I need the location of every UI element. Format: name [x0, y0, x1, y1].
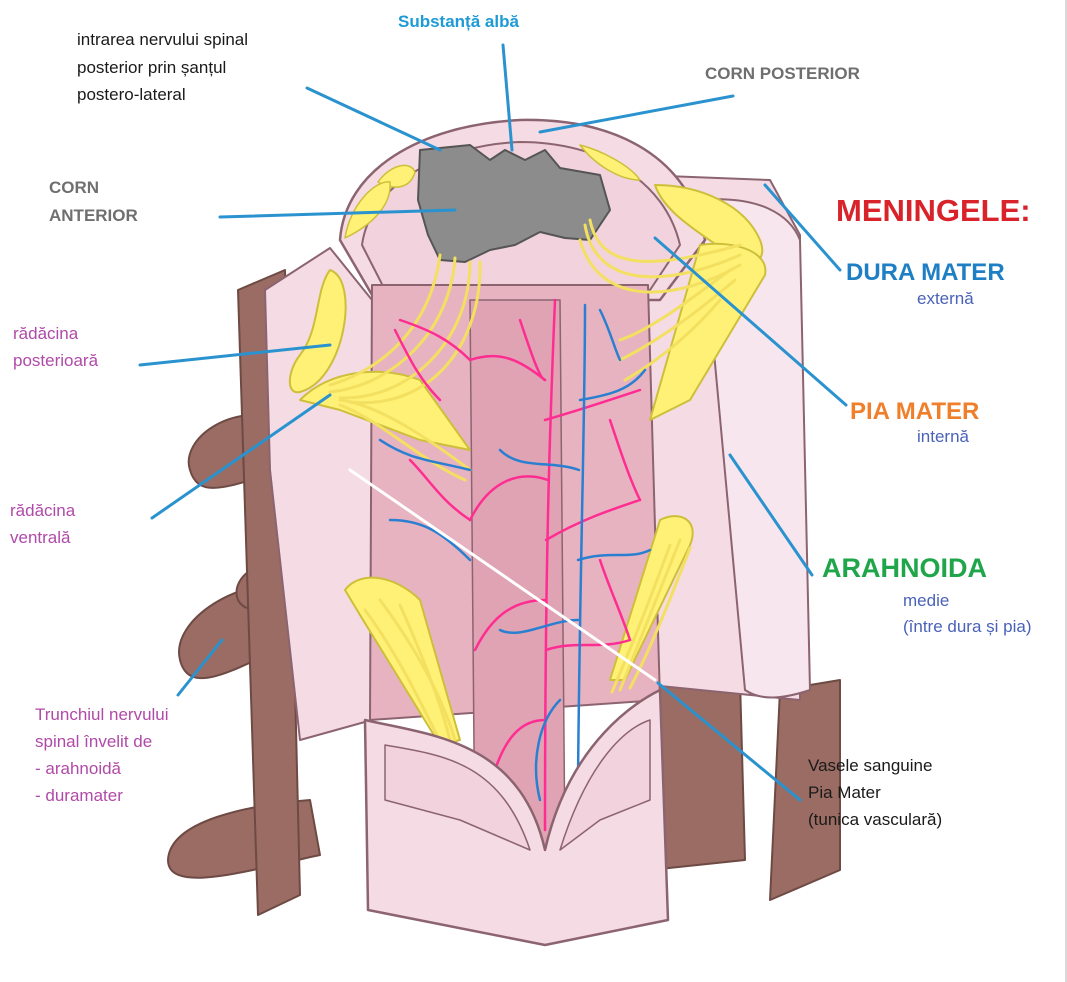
label-trunk-line1: Trunchiul nervului — [35, 705, 169, 724]
pia-vessel-pointer — [348, 468, 657, 682]
label-ventral-root-line2: ventrală — [10, 528, 71, 547]
ventral-root-right — [649, 242, 767, 421]
label-vessels-line2: Pia Mater — [808, 783, 881, 802]
label-dura-mater-sub: externă — [917, 289, 974, 308]
label-ventral-root-line1: rădăcina — [10, 501, 76, 520]
leader-ventral-root — [150, 393, 332, 520]
dura-top-nerve-left-2 — [344, 181, 391, 239]
label-white-matter: Substanță albă — [398, 12, 519, 31]
right-edge-border — [1065, 0, 1067, 982]
label-pia-mater: PIA MATER — [850, 398, 980, 425]
posterior-rootlets-right — [578, 218, 742, 382]
dura-back-right — [769, 679, 841, 901]
label-arachnoid-sub1: medie — [903, 591, 950, 610]
cord-bottom-inner-left — [384, 744, 531, 851]
posterior-root — [288, 269, 347, 394]
label-trunk-line2: spinal învelit de — [35, 732, 153, 751]
label-posterior-root-line1: rădăcina — [13, 324, 79, 343]
leader-anterior-horn — [218, 208, 457, 219]
label-arachnoid: ARAHNOIDA — [822, 553, 987, 583]
leader-nerve-entry — [305, 86, 442, 152]
label-anterior-horn-line2: ANTERIOR — [49, 206, 138, 225]
label-meninges-title: MENINGELE: — [836, 193, 1031, 228]
dura-top-nerve-right — [579, 144, 641, 181]
leader-lines — [138, 43, 848, 802]
leader-dura-mater — [763, 183, 842, 272]
label-anterior-horn-line1: CORN — [49, 178, 100, 197]
label-trunk-line3: - arahnoidă — [35, 759, 122, 778]
label-trunk-line4: - duramater — [35, 786, 123, 805]
cord-bottom-inner-right — [559, 719, 651, 851]
label-vessels-line1: Vasele sanguine — [808, 756, 933, 775]
label-dura-mater: DURA MATER — [846, 259, 1005, 286]
label-posterior-horn: CORN POSTERIOR — [705, 64, 860, 83]
label-nerve-entry-line2: posterior prin șanțul — [77, 58, 227, 77]
label-posterior-root-line2: posterioară — [13, 351, 99, 370]
leader-posterior-horn — [538, 94, 735, 134]
leader-trunk — [176, 638, 224, 697]
label-arachnoid-sub2: (între dura și pia) — [903, 617, 1032, 636]
leader-arachnoid — [728, 453, 814, 577]
leader-posterior-root — [138, 343, 332, 367]
label-pia-mater-sub: internă — [917, 427, 969, 446]
arteries — [393, 298, 642, 832]
leader-pia-mater — [653, 236, 848, 407]
label-nerve-entry-line1: intrarea nervului spinal — [77, 30, 249, 49]
leader-vessels — [656, 681, 802, 802]
label-nerve-entry-line3: postero-lateral — [77, 85, 186, 104]
leader-white-matter — [501, 43, 514, 152]
posterior-rootlets-left — [328, 253, 482, 482]
label-vessels-line3: (tunica vasculară) — [808, 810, 943, 829]
